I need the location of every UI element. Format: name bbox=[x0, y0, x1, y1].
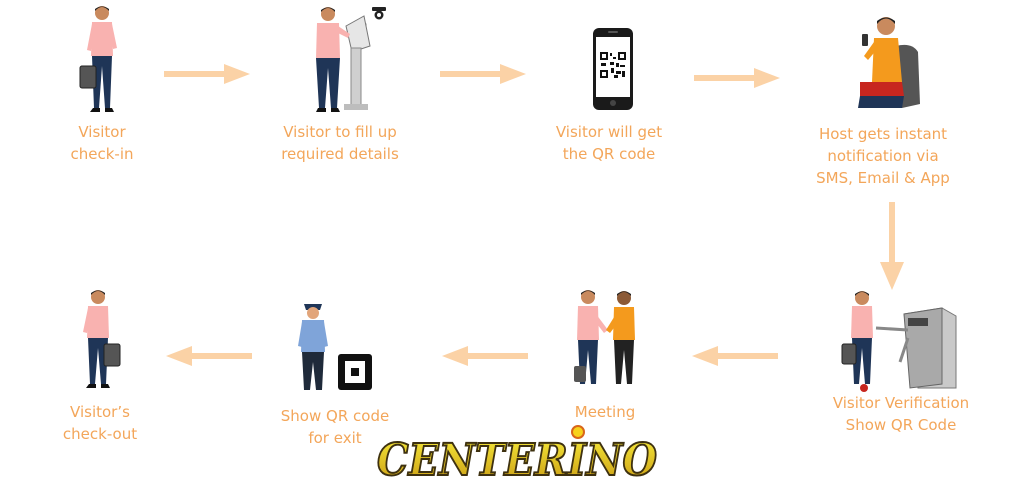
arrow-right-2 bbox=[440, 64, 526, 84]
host-on-phone-figure bbox=[852, 12, 924, 112]
step-label-visitor-checkout: Visitor’s check-out bbox=[40, 401, 160, 445]
step-label-line: required details bbox=[281, 145, 399, 163]
phone-qr-code-icon bbox=[592, 27, 634, 111]
step-label-line: for exit bbox=[308, 429, 362, 447]
meeting-handshake-figure bbox=[570, 288, 640, 392]
step-label-line: SMS, Email & App bbox=[816, 169, 950, 187]
step-label-line: Visitor will get bbox=[555, 123, 663, 141]
step-label-line: the QR code bbox=[562, 145, 656, 163]
step-label-show-qr-exit: Show QR code for exit bbox=[260, 405, 410, 449]
step-label-visitor-checkin: Visitor check-in bbox=[40, 121, 164, 165]
step-label-line: check-in bbox=[70, 145, 134, 163]
visitor-at-turnstile-figure bbox=[838, 288, 958, 394]
arrow-left-1 bbox=[692, 346, 778, 366]
visitor-checkin-figure bbox=[78, 4, 126, 116]
arrow-left-2 bbox=[442, 346, 528, 366]
arrow-right-1 bbox=[164, 64, 250, 84]
step-label-line: notification via bbox=[827, 147, 939, 165]
step-label-meeting: Meeting bbox=[545, 401, 665, 423]
step-label-get-qr: Visitor will get the QR code bbox=[534, 121, 684, 165]
step-label-verification: Visitor Verification Show QR Code bbox=[816, 392, 986, 436]
logo-wordmark: CENTERINO bbox=[377, 435, 657, 486]
step-label-line: Host gets instant bbox=[818, 125, 948, 143]
step-label-fill-details: Visitor to fill up required details bbox=[260, 121, 420, 165]
visitor-checkout-figure bbox=[76, 288, 124, 392]
arrow-right-3 bbox=[694, 68, 780, 88]
cctv-camera-icon bbox=[371, 6, 387, 20]
security-guard-with-qr-figure bbox=[296, 298, 388, 394]
step-label-line: Visitor Verification bbox=[832, 394, 970, 412]
step-label-line: Show QR code bbox=[280, 407, 390, 425]
step-label-line: Show QR Code bbox=[845, 416, 957, 434]
step-label-line: Visitor’s bbox=[70, 403, 130, 421]
step-label-line: Meeting bbox=[574, 403, 636, 421]
step-label-line: Visitor to fill up bbox=[283, 123, 397, 141]
step-label-line: check-out bbox=[62, 425, 138, 443]
centerino-logo: CENTERINO bbox=[372, 425, 662, 491]
step-label-host-notification: Host gets instant notification via SMS, … bbox=[798, 123, 968, 189]
arrow-left-3 bbox=[166, 346, 252, 366]
visitor-at-kiosk-figure bbox=[306, 4, 388, 116]
step-label-line: Visitor bbox=[78, 123, 126, 141]
arrow-down bbox=[880, 202, 904, 290]
